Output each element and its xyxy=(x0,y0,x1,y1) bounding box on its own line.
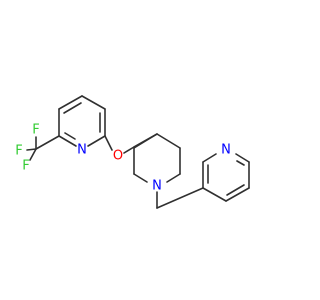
bond xyxy=(81,95,106,110)
bond xyxy=(29,148,37,161)
bond xyxy=(87,135,106,147)
piperidine-ring xyxy=(133,133,181,183)
bond xyxy=(202,187,227,202)
bond xyxy=(133,173,148,183)
methylene-bridge xyxy=(156,187,204,209)
molecule-structure: N O N N F F F xyxy=(15,95,250,209)
bond xyxy=(26,148,37,151)
atom-f-left: F xyxy=(15,144,22,159)
atom-n-pyridine-right: N xyxy=(221,143,231,158)
bond xyxy=(58,95,83,110)
bond xyxy=(104,135,113,151)
trifluoromethyl-group xyxy=(26,135,60,161)
atom-n-pyridine-left: N xyxy=(77,143,87,158)
bond xyxy=(235,153,250,163)
bond xyxy=(156,187,204,209)
bond xyxy=(35,135,60,150)
bond xyxy=(202,153,217,163)
bond xyxy=(156,133,181,149)
bond xyxy=(123,146,135,154)
bond xyxy=(133,133,158,149)
atom-f-top: F xyxy=(32,123,39,138)
bond xyxy=(166,173,181,183)
bond xyxy=(225,187,250,202)
bond-inner xyxy=(63,102,82,114)
atom-n-piperidine: N xyxy=(152,179,162,194)
bond-inner xyxy=(226,184,245,196)
bond-inner xyxy=(236,160,245,166)
bond-inner xyxy=(64,132,76,140)
bond xyxy=(58,135,77,147)
atom-o-ether: O xyxy=(113,149,123,164)
atom-f-bottom: F xyxy=(22,159,29,174)
pyridine-ring-left xyxy=(58,95,106,147)
pyridine-ring-right xyxy=(202,153,250,202)
